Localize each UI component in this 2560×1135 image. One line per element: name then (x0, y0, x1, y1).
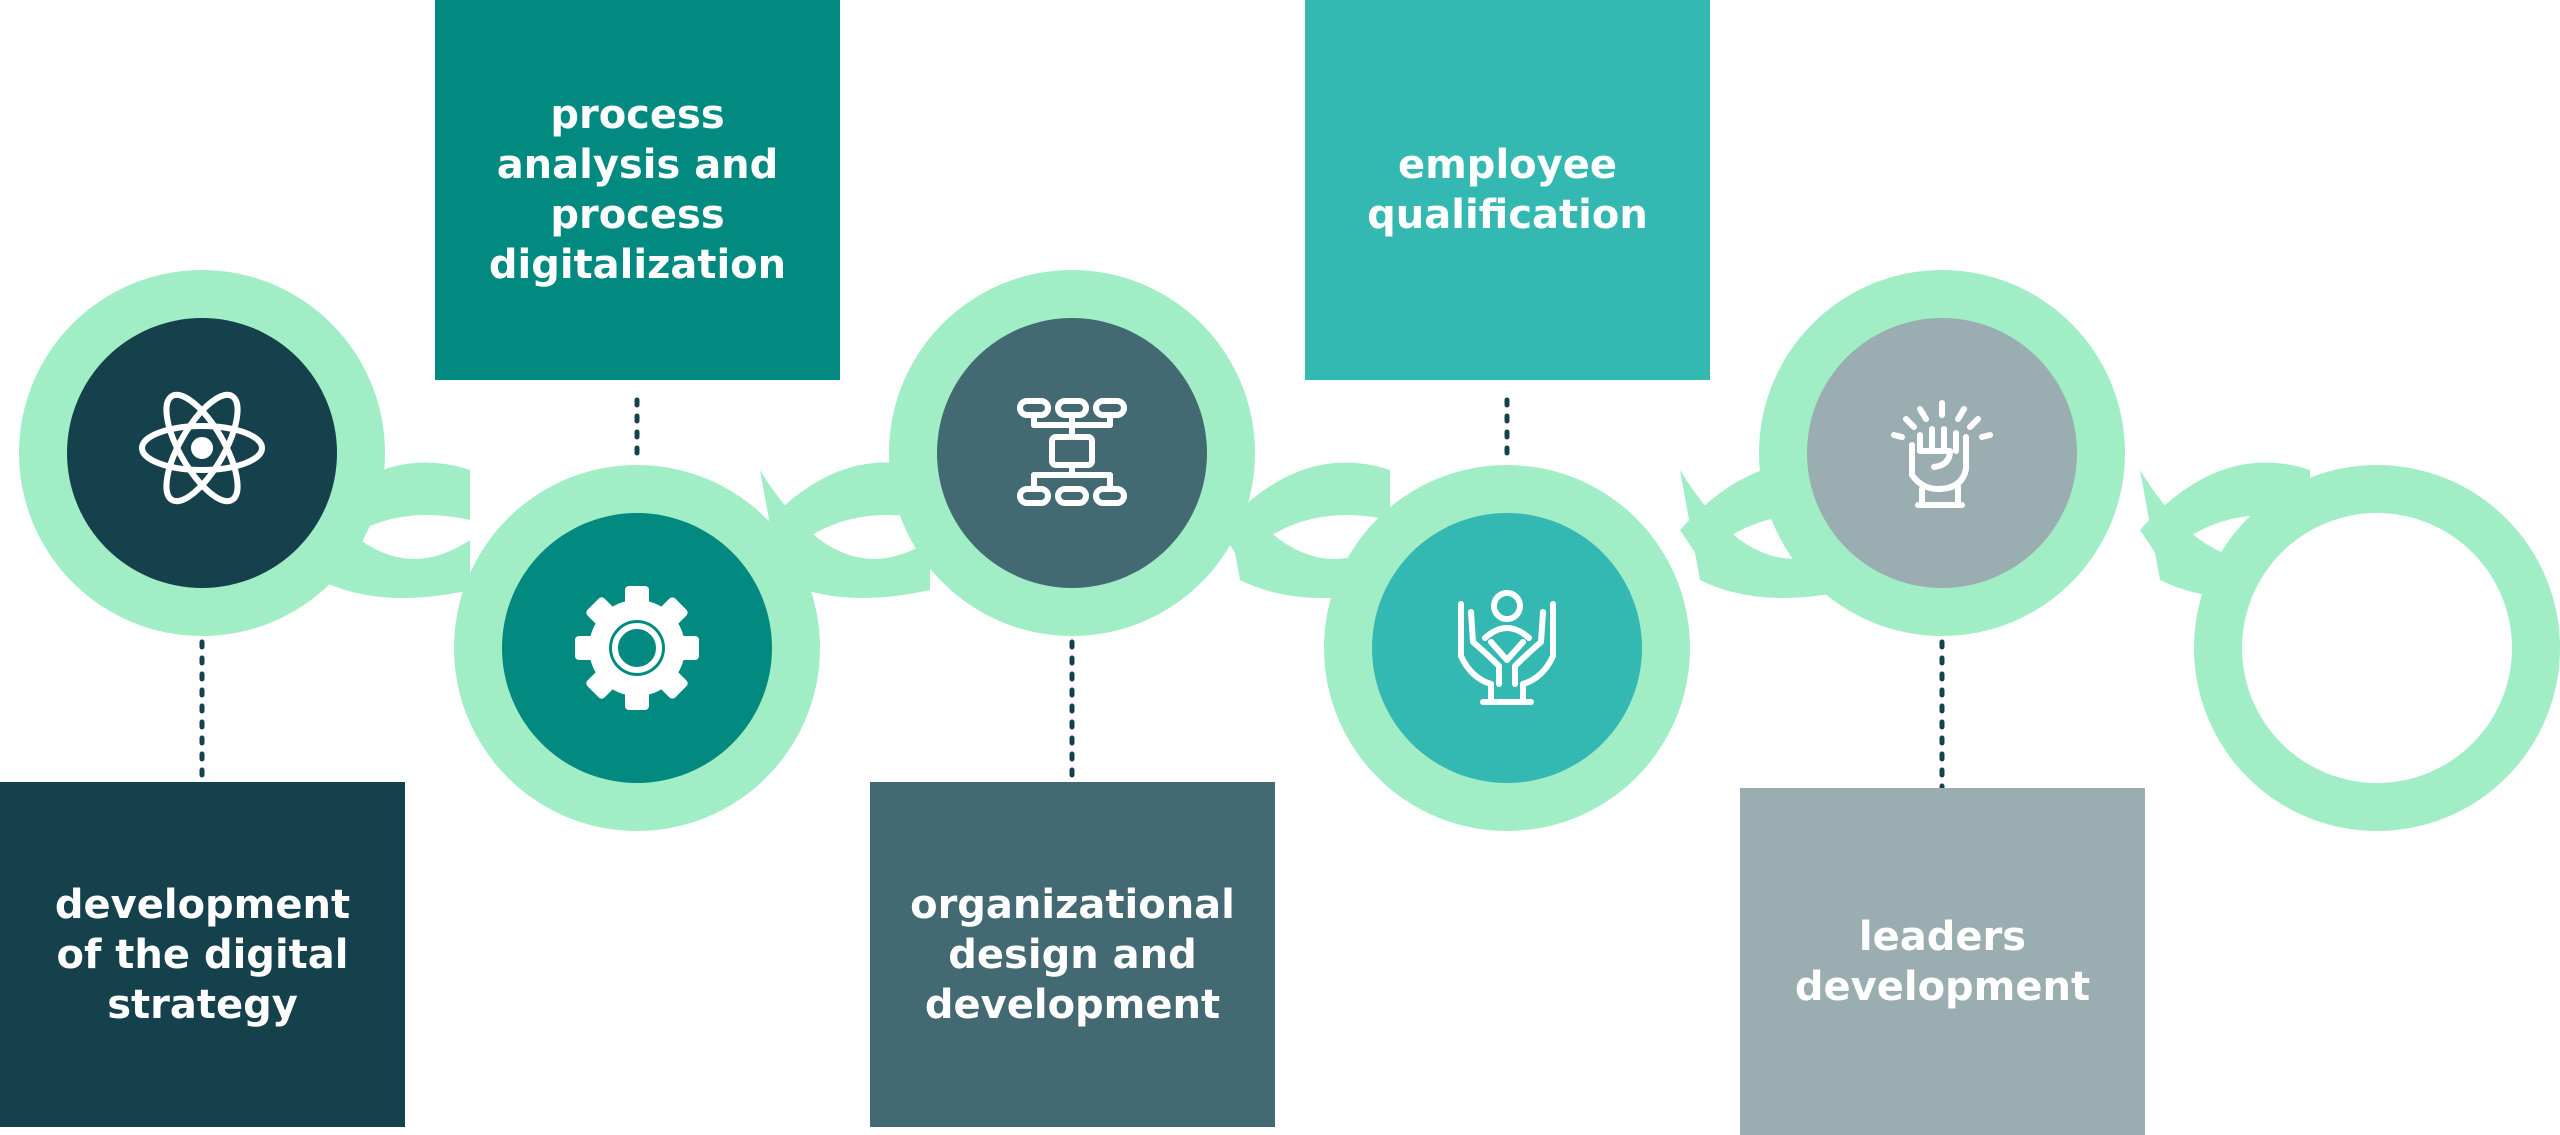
hands-person-icon (1458, 590, 1556, 705)
step-3-label-box: organizational design and development (870, 782, 1275, 1127)
atom-icon (139, 391, 265, 505)
step-4-label: employee qualification (1367, 142, 1648, 238)
step-1-label: development of the digital strategy (54, 881, 351, 1028)
step-2-label: process analysis and process digitalizat… (488, 92, 787, 288)
step-5-label: leaders development (1794, 913, 2091, 1010)
step-4-label-box: employee qualification (1305, 0, 1710, 380)
org-chart-icon (1017, 398, 1127, 506)
step-3-label: organizational design and development (910, 881, 1235, 1028)
gear-icon (575, 586, 699, 710)
raised-fist-icon (1891, 400, 1993, 508)
step-2-label-box: process analysis and process digitalizat… (435, 0, 840, 380)
step-4-circle (1372, 513, 1642, 783)
end-ring-hole (2242, 513, 2512, 783)
connector-track (19, 270, 2560, 831)
step-3-circle (937, 318, 1207, 588)
step-1-label-box: development of the digital strategy (0, 782, 405, 1127)
step-5-label-box: leaders development (1740, 788, 2145, 1135)
